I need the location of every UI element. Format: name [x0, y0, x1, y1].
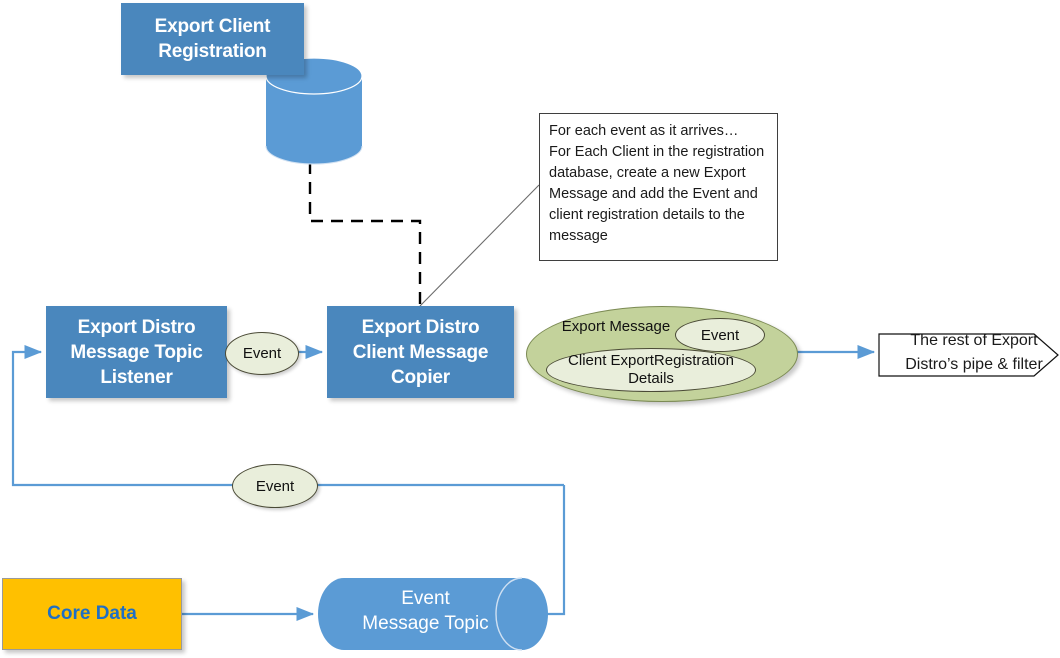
- chevron-line-1: The rest of Export: [910, 332, 1038, 349]
- node-core-data[interactable]: Core Data: [2, 578, 182, 650]
- export-message-inner-event[interactable]: Event: [675, 318, 765, 352]
- label-event-pill-bottom[interactable]: Event: [232, 464, 318, 508]
- export-message-inner-registration-details[interactable]: Client ExportRegistration Details: [546, 348, 756, 392]
- note-line-6: message: [549, 228, 608, 244]
- listener-line-1: Export Distro: [77, 316, 196, 338]
- note-leader-line: [419, 184, 540, 307]
- listener-line-2: Message Topic: [70, 341, 203, 363]
- chevron-line-2: Distro’s pipe & filter: [905, 356, 1043, 373]
- reg-line-2: Registration: [158, 41, 267, 62]
- pill-event-1-text: Event: [242, 345, 282, 362]
- export-message-title: Export Message: [561, 318, 671, 335]
- chevron-label: The rest of Export Distro’s pipe & filte…: [884, 329, 1060, 377]
- topic-line-1: Event: [401, 588, 450, 609]
- reg-line-1: Export Client: [154, 16, 271, 37]
- node-export-client-registration[interactable]: Export Client Registration: [121, 3, 304, 75]
- copier-line-1: Export Distro: [361, 316, 480, 338]
- copier-line-3: Copier: [391, 366, 450, 388]
- topic-line-2: Message Topic: [362, 613, 489, 634]
- note-line-1: For each event as it arrives…: [549, 123, 739, 139]
- inner-event-text: Event: [700, 326, 740, 344]
- node-export-distro-message-topic-listener[interactable]: Export Distro Message Topic Listener: [46, 306, 227, 398]
- note-line-3: database, create a new Export: [549, 165, 746, 181]
- core-data-label: Core Data: [47, 603, 137, 624]
- dashed-connector-db-to-copier: [308, 162, 422, 306]
- label-event-pill-top[interactable]: Event: [225, 332, 299, 375]
- annotation-note: For each event as it arrives… For Each C…: [539, 113, 778, 261]
- note-line-4: Message and add the Event and: [549, 186, 758, 202]
- note-line-2: For Each Client in the registration: [549, 144, 765, 160]
- node-export-distro-client-message-copier[interactable]: Export Distro Client Message Copier: [327, 306, 514, 398]
- pill-event-2-text: Event: [255, 477, 295, 495]
- event-message-topic-label: Event Message Topic: [318, 586, 533, 636]
- copier-line-2: Client Message: [352, 341, 489, 363]
- listener-line-3: Listener: [100, 366, 173, 388]
- note-line-5: client registration details to the: [549, 207, 745, 223]
- pipe-and-filter-chevron: [878, 333, 1059, 377]
- connector-topic-to-loop: [545, 485, 566, 616]
- inner-details-text: Client ExportRegistration Details: [568, 352, 734, 387]
- event-message-topic-cylinder: [318, 577, 548, 651]
